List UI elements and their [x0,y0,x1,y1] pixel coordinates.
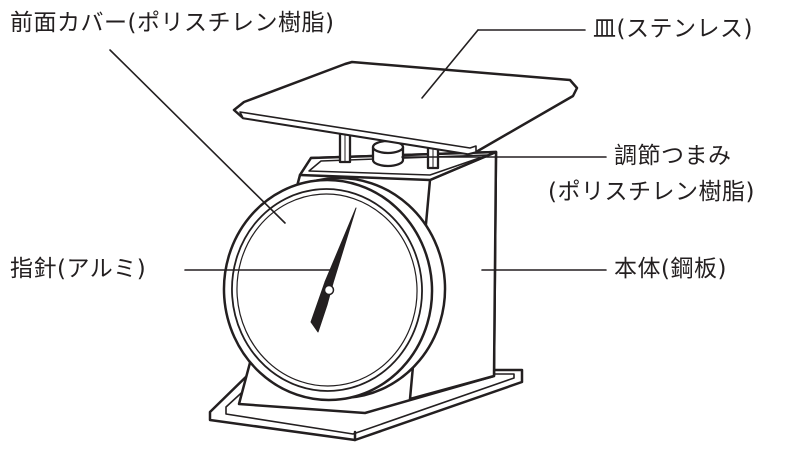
leader-front-cover [109,49,286,224]
label-needle: 指針(アルミ) [10,256,147,282]
label-front-cover: 前面カバー(ポリスチレン樹脂) [10,10,335,36]
label-plate: 皿(ステンレス) [593,16,753,42]
leader-plate-diag [421,29,479,99]
adjustment-knob [371,139,405,168]
label-knob-line2: (ポリスチレン樹脂) [548,179,755,205]
label-knob-line1: 調節つまみ [614,143,732,169]
leader-lines [109,29,607,271]
scale-plate [232,60,579,156]
dial-needle [310,207,357,333]
label-body: 本体(鋼板) [614,256,727,282]
